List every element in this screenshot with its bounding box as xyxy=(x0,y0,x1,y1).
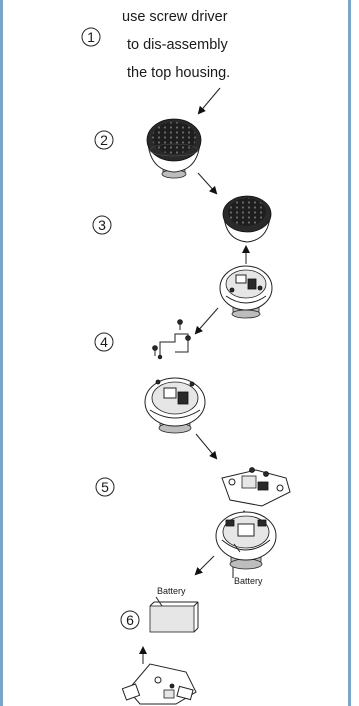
camera-base-step4 xyxy=(144,377,206,434)
step-2-circle xyxy=(94,130,114,150)
step-2: 2 xyxy=(94,118,218,195)
battery-label-step6: Battery xyxy=(157,586,186,596)
step-1-number: 1 xyxy=(87,29,95,45)
screws-and-bracket xyxy=(152,319,191,360)
top-housing-cover xyxy=(222,195,272,243)
step-3-number: 3 xyxy=(98,217,106,233)
assembled-dome-camera xyxy=(146,118,202,179)
step-3: 3 xyxy=(92,195,273,335)
step-5-number: 5 xyxy=(101,479,109,495)
arrow-step1-to-step2 xyxy=(197,87,221,115)
step-6: 6 Battery xyxy=(120,586,199,705)
step-4-circle xyxy=(94,332,114,352)
arrow-step5-to-step6 xyxy=(194,555,215,576)
instruction-line-3: the top housing. xyxy=(127,65,230,81)
arrow-step2-to-step3 xyxy=(197,172,218,195)
circuit-board-lifted xyxy=(221,467,291,507)
panel-left-border xyxy=(0,0,3,706)
step-2-number: 2 xyxy=(100,132,108,148)
step-6-circle xyxy=(120,610,140,630)
instruction-line-2: to dis-assembly xyxy=(127,37,228,53)
camera-base-with-battery xyxy=(215,511,277,570)
arrow-step4-to-step5 xyxy=(195,433,218,460)
instruction-line-1: use screw driver xyxy=(122,9,228,25)
step-4-number: 4 xyxy=(100,334,108,350)
step-3-circle xyxy=(92,215,112,235)
step-1-circle xyxy=(81,27,101,47)
step-5: 5 Battery xyxy=(95,467,291,586)
step-1: 1 use screw driver to dis-assembly the t… xyxy=(81,9,230,115)
battery-pack xyxy=(149,601,199,633)
panel-right-border xyxy=(348,0,351,706)
step-4: 4 xyxy=(94,319,218,460)
step-5-circle xyxy=(95,477,115,497)
battery-label-step5: Battery xyxy=(234,576,263,586)
camera-base-exposed xyxy=(219,265,273,319)
step-6-number: 6 xyxy=(126,612,134,628)
battery-holder-board xyxy=(121,663,197,705)
arrow-step3-to-step4 xyxy=(194,307,219,335)
